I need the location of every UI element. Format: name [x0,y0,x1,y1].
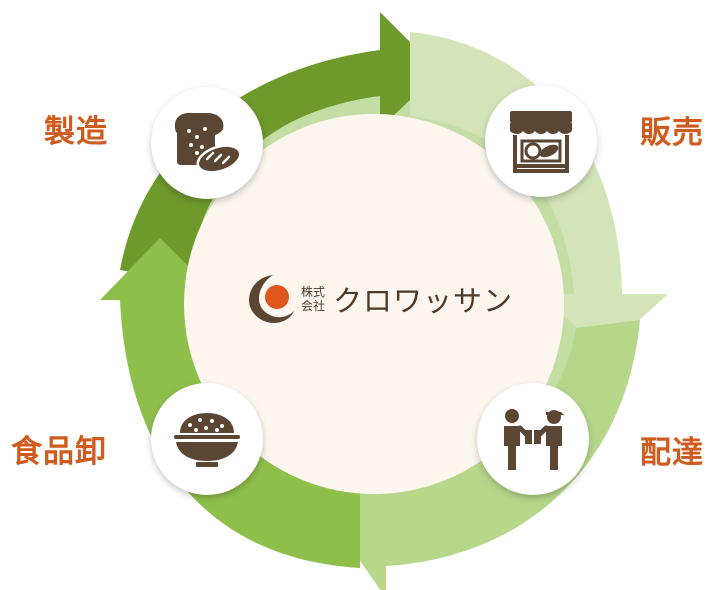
company-type-line2: 会社 [301,299,326,313]
segment-sales-to-delivery [410,32,668,352]
company-name: クロワッサン [333,284,514,318]
step-label-manufacturing: 製造 [44,114,108,150]
step-node-food-wholesale [151,383,263,495]
segment-wholesale-to-manufacturing [100,238,360,568]
step-label-delivery: 配達 [640,435,704,471]
bread-icon [175,112,242,174]
step-label-sales: 販売 [640,115,704,151]
croissant-moon-icon [249,275,294,323]
step-node-manufacturing [151,87,263,199]
step-label-food-wholesale: 食品卸 [11,434,107,470]
segment-manufacturing-to-sales [120,12,440,282]
company-type: 株式 会社 [301,285,325,313]
rice-bowl-icon [174,413,240,467]
step-node-sales [485,85,597,197]
storefront-icon [510,111,572,173]
step-node-delivery [477,383,589,495]
center-disc [184,114,564,494]
company-type-line1: 株式 [301,285,326,299]
delivery-handover-icon [504,409,564,470]
company-logo: 株式 会社 クロワッサン [249,273,513,325]
segment-delivery-to-wholesale [326,320,640,590]
